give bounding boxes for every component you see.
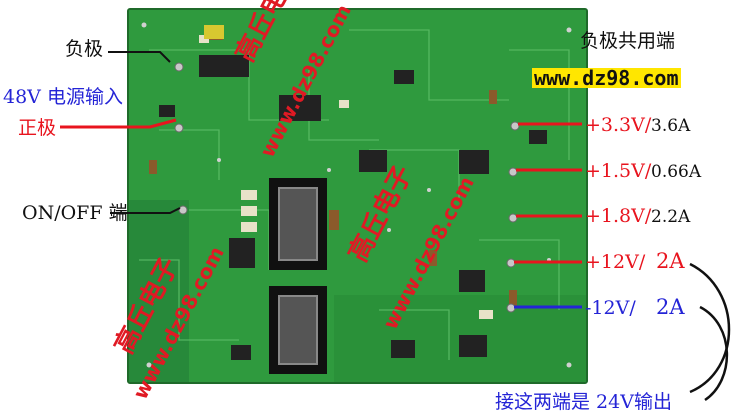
output-1v8-current: 2.2A xyxy=(651,207,691,227)
inductor-top xyxy=(269,178,327,270)
inductor-bottom xyxy=(269,286,327,374)
output-12v-pos-current: 2A xyxy=(656,249,685,273)
output-12v-pos-voltage: +12V/ xyxy=(585,251,646,273)
label-positive: 正极 xyxy=(18,117,57,139)
output-12v-neg-current: 2A xyxy=(656,295,685,319)
site-url: www.dz98.com xyxy=(532,66,681,90)
pcb-board xyxy=(127,8,588,384)
output-1v5-current: 0.66A xyxy=(651,162,702,182)
pcb-drawing xyxy=(129,10,586,382)
output-3v3-current: 3.6A xyxy=(651,116,691,136)
label-common-negative: 负极共用端 xyxy=(580,30,676,52)
label-48v-input: 48V 电源输入 xyxy=(3,86,123,108)
output-1v8-voltage: +1.8V/ xyxy=(585,205,652,227)
label-24v-output-note: 接这两端是 24V输出 xyxy=(495,391,672,413)
output-1v5-voltage: +1.5V/ xyxy=(585,160,652,182)
label-negative: 负极 xyxy=(65,38,104,60)
output-3v3-voltage: +3.3V/ xyxy=(585,114,652,136)
output-12v-neg-voltage: -12V/ xyxy=(585,297,636,319)
label-onoff: ON/OFF 端 xyxy=(22,202,128,224)
